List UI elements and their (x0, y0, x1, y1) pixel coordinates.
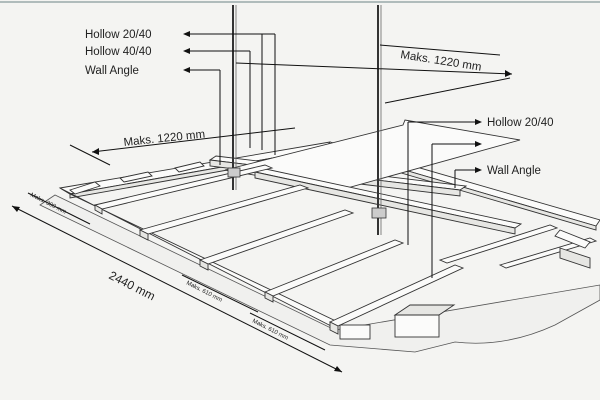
ceiling-board (39, 194, 600, 353)
edge-blocks (69, 161, 591, 340)
label-hollow-20-40-right: Hollow 20/40 (487, 117, 553, 129)
leader-lines-right (407, 119, 482, 278)
label-wall-angle-left: Wall Angle (85, 65, 139, 77)
label-hollow-20-40-left: Hollow 20/40 (85, 29, 151, 41)
cross-members (93, 164, 598, 335)
dim-maks-1220-left: Maks. 1220 mm (123, 128, 206, 148)
dimension-lines (11, 44, 513, 373)
label-wall-angle-right: Wall Angle (487, 165, 541, 177)
dim-2440: 2440 mm (107, 268, 158, 303)
label-hollow-40-40: Hollow 40/40 (85, 46, 151, 58)
hanger-rods (227, 5, 387, 235)
main-runners (208, 119, 523, 235)
leader-lines-left (183, 31, 276, 165)
